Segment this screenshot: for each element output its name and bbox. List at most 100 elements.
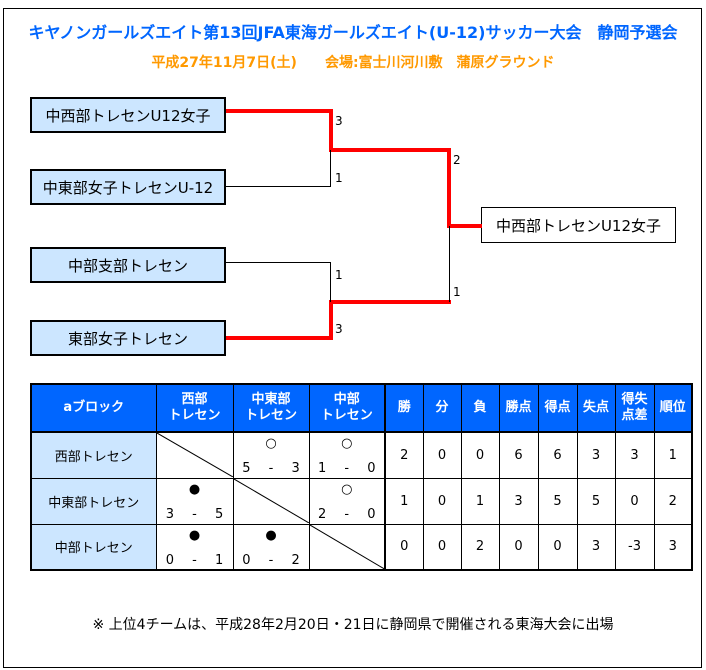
diagonal-line [310,525,385,569]
stat-draws: 0 [422,523,462,571]
self-match-cell [155,431,234,479]
team-name: 中西部トレセンU12女子 [45,106,211,125]
result-cell: ● 0 - 1 [155,523,234,571]
stat-goals-for: 0 [537,523,578,571]
win-mark-icon: ○ [341,482,353,497]
diagonal-line [157,433,233,477]
bracket-line-sf2-vert-red [329,300,333,340]
self-match-cell [308,523,386,571]
stat-rank: 2 [653,477,693,525]
stat-rank: 1 [653,431,693,479]
team-name: 中部支部トレセン [67,256,188,275]
stat-points: 0 [498,523,539,571]
score-sf2-bottom: 3 [335,322,343,336]
row-team-name: 西部トレセン [30,431,157,479]
page-title: キヤノンガールズエイト第13回JFA東海ガールズエイト(U-12)サッカー大会 … [28,23,678,42]
row-team-name: 中東部トレセン [30,477,157,525]
page-border [3,8,702,668]
stat-goals-against: 3 [576,523,616,571]
result-cell: ● 3 - 5 [155,477,234,525]
win-mark-icon: ○ [265,436,277,452]
stat-draws: 0 [422,477,462,525]
team-name: 中東部女子トレセンU-12 [42,178,214,197]
loss-mark-icon: ● [265,527,277,543]
stat-losses: 2 [460,523,500,571]
stat-losses: 0 [460,431,500,479]
table-row: 中東部トレセン ● 3 - 5 ○ 2 - 0 1 0 1 3 5 5 0 2 [30,477,693,525]
stat-draws: 0 [422,431,462,479]
bracket-line-sf1-vert-red [329,109,333,152]
score-final-bottom: 1 [453,285,461,299]
stat-goals-for: 6 [537,431,578,479]
stat-goal-diff: -3 [614,523,655,571]
row-team-name: 中部トレセン [30,523,157,571]
bracket-line-sf2-bottom-red [226,336,333,340]
self-match-cell [232,477,310,525]
header-chubu: 中部 トレセン [308,383,386,433]
header-goals-for: 得点 [537,383,578,433]
score-sf1-bottom: 1 [335,171,343,185]
stat-goal-diff: 3 [614,431,655,479]
stat-wins: 0 [384,523,424,571]
bracket-team-box-sf2-top: 中部支部トレセン [30,247,226,283]
match-score: 5 - 3 [242,461,307,477]
match-score: 3 - 5 [165,507,231,522]
header-block: aブロック [30,383,157,433]
header-draws: 分 [422,383,462,433]
champion-box: 中西部トレセンU12女子 [481,207,676,243]
header-points: 勝点 [498,383,539,433]
stat-points: 6 [498,431,539,479]
match-score: 1 - 0 [318,461,383,477]
score-final-top: 2 [453,153,461,167]
header-goals-against: 失点 [576,383,616,433]
match-score: 2 - 0 [318,507,383,522]
diagonal-line [234,479,309,523]
bracket-line-sf2-out-red [329,300,451,304]
stat-wins: 2 [384,431,424,479]
footnote: ※ 上位4チームは、平成28年2月20日・21日に静岡県で開催される東海大会に出… [92,617,614,633]
stat-wins: 1 [384,477,424,525]
bracket-line-champion-red [447,224,482,228]
match-score: 0 - 2 [242,552,307,568]
stat-losses: 1 [460,477,500,525]
stat-goals-against: 5 [576,477,616,525]
score-sf1-top: 3 [335,114,343,128]
header-goal-diff: 得失 点差 [614,383,655,433]
date-venue-subtitle: 平成27年11月7日(土) 会場:富士川河川敷 蒲原グラウンド [151,55,555,71]
table-row: 西部トレセン ○ 5 - 3 ○ 1 - 0 2 0 0 6 6 3 3 1 [30,431,693,479]
stat-goals-against: 3 [576,431,616,479]
bracket-team-box-sf1-top: 中西部トレセンU12女子 [30,97,226,133]
loss-mark-icon: ● [188,482,201,497]
bracket-line-final-vert-red [447,148,451,228]
league-table: aブロック 西部 トレセン 中東部 トレセン 中部 トレセン 勝 分 負 勝点 … [30,383,693,571]
match-score: 0 - 1 [165,552,231,568]
loss-mark-icon: ● [188,527,201,543]
result-cell: ● 0 - 2 [232,523,310,571]
win-mark-icon: ○ [341,436,353,452]
header-rank: 順位 [653,383,693,433]
table-header-row: aブロック 西部 トレセン 中東部 トレセン 中部 トレセン 勝 分 負 勝点 … [30,383,693,433]
score-sf2-top: 1 [335,268,343,282]
stat-goals-for: 5 [537,477,578,525]
bracket-line-sf1-top-red [226,109,333,113]
bracket-line-final-vert [449,226,450,302]
header-losses: 負 [460,383,500,433]
bracket-line-sf2-top [226,262,331,263]
bracket-line-sf2-vert [330,262,331,302]
bracket-team-box-sf1-bottom: 中東部女子トレセンU-12 [30,169,226,205]
bracket-team-box-sf2-bottom: 東部女子トレセン [30,320,226,356]
result-cell: ○ 5 - 3 [232,431,310,479]
stat-rank: 3 [653,523,693,571]
bracket-line-sf1-bottom [226,186,331,187]
stat-goal-diff: 0 [614,477,655,525]
header-wins: 勝 [384,383,424,433]
champion-name: 中西部トレセンU12女子 [495,216,662,235]
bracket-line-sf1-vert [330,150,331,187]
team-name: 東部女子トレセン [67,329,188,348]
table-row: 中部トレセン ● 0 - 1 ● 0 - 2 0 0 2 0 0 3 -3 3 [30,523,693,571]
header-seibu: 西部 トレセン [155,383,234,433]
result-cell: ○ 1 - 0 [308,431,386,479]
stat-points: 3 [498,477,539,525]
bracket-line-sf1-out-red [329,148,451,152]
